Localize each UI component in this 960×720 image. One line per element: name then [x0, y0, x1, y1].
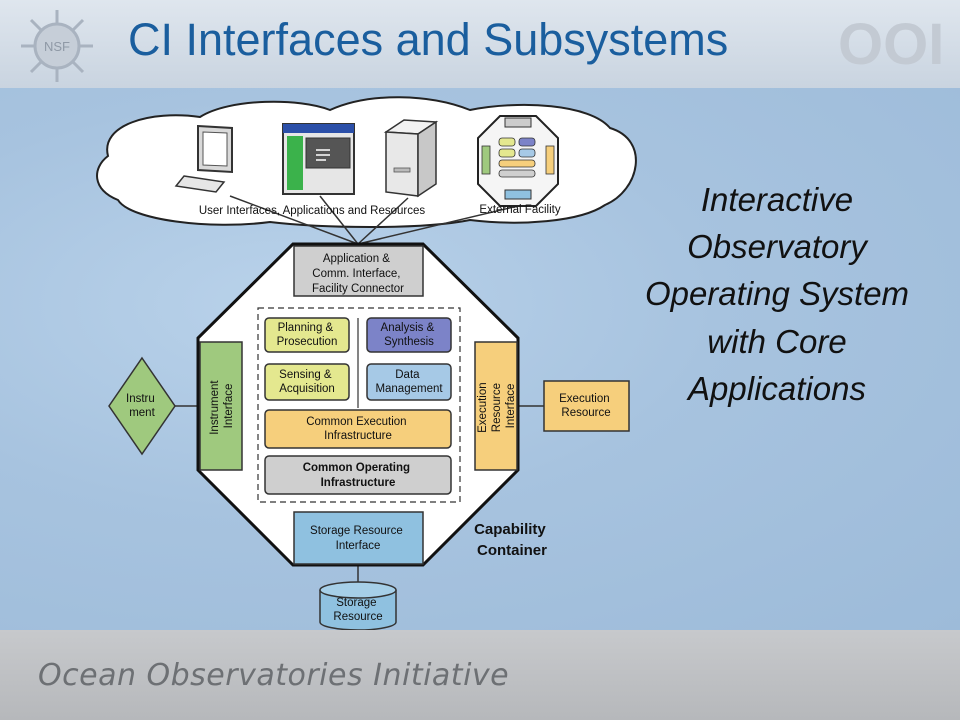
svg-text:Sensing & Acquisition: Sensing & Acquisition — [279, 369, 335, 395]
sensing-line-2: Acquisition — [279, 383, 335, 395]
caption-text: Interactive Observatory Operating System… — [624, 176, 930, 412]
execution-resource-box — [543, 380, 630, 432]
cloud-right-label: External Facility — [479, 204, 560, 216]
exec-interface-line-1: Execution — [477, 382, 489, 433]
storage-resource-line-2: Resource — [333, 611, 382, 623]
external-facility-icon — [477, 115, 559, 207]
sensing-line-1: Sensing & — [279, 369, 332, 381]
storage-interface-line-1: Storage Resource — [310, 525, 403, 537]
common-operating-line-1: Common Operating — [303, 462, 410, 474]
planning-prosecution-box — [264, 317, 350, 353]
caption-line-1: Interactive — [700, 181, 854, 218]
app-interface-box — [293, 245, 424, 297]
svg-text:Execution Resource Int: Execution Resource Interface — [477, 379, 517, 433]
capability-container-line-2: Container — [477, 542, 547, 559]
execution-resource-line-2: Resource — [561, 407, 610, 419]
planning-line-2: Prosecution — [277, 336, 338, 348]
ooi-logo-text: OOI — [838, 12, 944, 77]
svg-text:Execution Resource: Execution Resource — [559, 393, 613, 419]
instrument-line-1: Instru — [126, 393, 155, 405]
svg-text:Common Execution Infrastru: Common Execution Infrastructure — [306, 416, 410, 442]
svg-text:Planning & Prosecution: Planning & Prosecution — [277, 322, 338, 348]
nsf-logo-text: NSF — [44, 39, 70, 54]
svg-text:Instrument Interface: Instrument Interface — [209, 377, 235, 435]
common-execution-line-2: Infrastructure — [324, 430, 392, 442]
app-interface-line-2: Comm. Interface, — [312, 268, 400, 280]
footer-organization-name: Ocean Observatories Initiative — [38, 658, 510, 693]
data-management-box — [366, 363, 452, 401]
header-bar: NSF CI Interfaces and Subsystems OOI — [0, 0, 960, 88]
app-interface-line-3: Facility Connector — [312, 283, 404, 295]
data-management-line-1: Data — [395, 369, 420, 381]
footer-bar: Ocean Observatories Initiative — [0, 630, 960, 720]
analysis-line-2: Synthesis — [384, 336, 434, 348]
svg-text:Common Operating Infrastru: Common Operating Infrastructure — [303, 462, 414, 489]
svg-text:Capability Container: Capability Container — [474, 521, 550, 559]
svg-text:Instru ment: Instru ment — [126, 393, 158, 419]
common-operating-box — [264, 455, 452, 495]
execution-resource-line-1: Execution — [559, 393, 610, 405]
caption-line-3: Operating System — [644, 275, 910, 313]
analysis-line-1: Analysis & — [381, 322, 435, 334]
app-interface-line-1: Application & — [323, 253, 390, 265]
instrument-diamond — [108, 356, 176, 456]
analysis-synthesis-box — [366, 317, 452, 353]
svg-text:Storage Resource: Storage Resource — [333, 597, 382, 623]
core-applications-region — [257, 307, 461, 503]
caption-line-5: Applications — [688, 369, 866, 407]
instrument-interface-line-2: Interface — [223, 384, 235, 429]
storage-interface-line-2: Interface — [336, 540, 381, 552]
computer-monitor-icon — [174, 124, 233, 193]
storage-resource-line-1: Storage — [336, 597, 376, 609]
svg-text:Storage Resource Interface: Storage Resource Interface — [310, 525, 406, 552]
connector-lines — [175, 195, 544, 584]
svg-text:Application & Comm. Interf: Application & Comm. Interface, Facility … — [312, 253, 404, 295]
instrument-line-2: ment — [129, 407, 155, 419]
common-operating-line-2: Infrastructure — [321, 477, 396, 489]
data-management-line-2: Management — [375, 383, 443, 395]
ooi-logo-icon: OOI — [838, 12, 944, 77]
common-execution-box — [264, 409, 452, 449]
instrument-interface-box — [199, 341, 243, 471]
sensing-acquisition-box — [264, 363, 350, 401]
server-icon — [383, 119, 439, 198]
capability-container-line-1: Capability — [474, 521, 546, 538]
caption-line-2: Observatory — [687, 228, 867, 266]
nsf-logo-icon: NSF — [21, 10, 93, 82]
execution-resource-interface-box — [474, 341, 518, 471]
common-execution-line-1: Common Execution — [306, 416, 406, 428]
planning-line-1: Planning & — [278, 322, 334, 334]
cloud-left-label: User Interfaces, Applications and Resour… — [199, 205, 426, 217]
svg-text:Analysis & Synthesis: Analysis & Synthesis — [381, 322, 438, 348]
application-window-icon — [282, 123, 355, 195]
svg-text:Data Management: Data Management — [375, 369, 443, 395]
exec-interface-line-3: Interface — [505, 384, 517, 429]
page-title: CI Interfaces and Subsystems — [128, 14, 729, 65]
instrument-interface-line-1: Instrument — [209, 380, 221, 435]
exec-interface-line-2: Resource — [491, 383, 503, 432]
storage-interface-box — [293, 511, 424, 565]
caption-line-4: with Core — [707, 322, 847, 360]
